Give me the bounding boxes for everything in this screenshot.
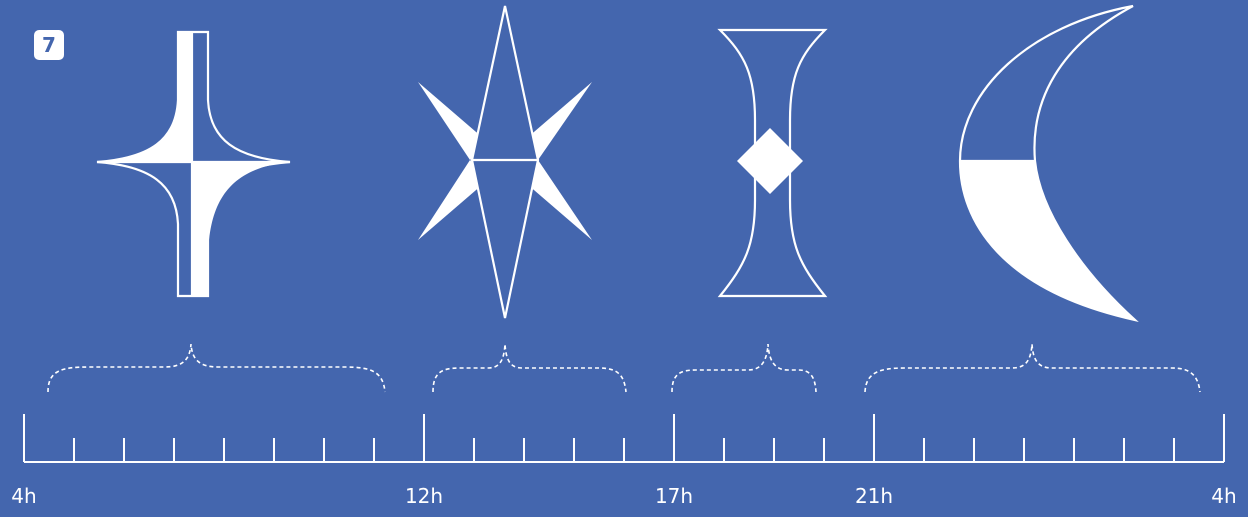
tick-label: 4h xyxy=(1211,484,1236,508)
brace-12h-17h xyxy=(433,344,626,392)
crescent-moon-icon xyxy=(960,6,1135,320)
timeline-axis xyxy=(24,414,1224,462)
brace-17h-21h xyxy=(672,344,816,392)
six-point-star-icon xyxy=(418,6,592,318)
hourglass-diamond-icon xyxy=(720,30,825,296)
tick-label: 4h xyxy=(11,484,36,508)
brace-21h-4h xyxy=(865,344,1200,392)
phase-braces xyxy=(48,344,1200,392)
tick-label: 12h xyxy=(405,484,443,508)
tick-label: 17h xyxy=(655,484,693,508)
four-point-star-icon xyxy=(97,32,290,296)
tick-label: 21h xyxy=(855,484,893,508)
brace-4h-12h xyxy=(48,344,385,392)
